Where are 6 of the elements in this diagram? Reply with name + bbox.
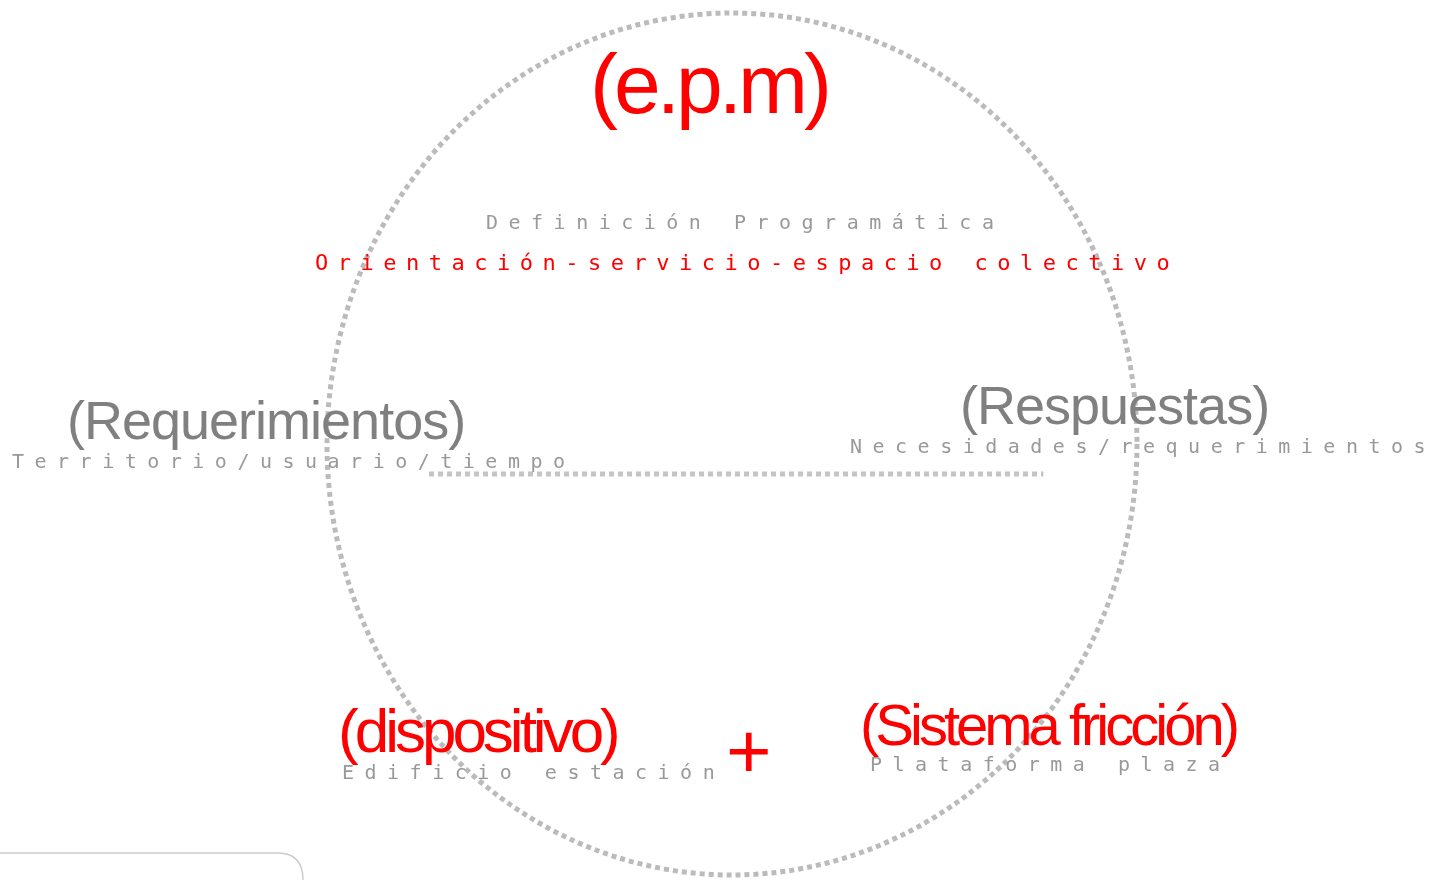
dotted-connector	[429, 471, 1044, 477]
subheading-text: Orientación-servicio-espacio colectivo	[315, 252, 1180, 274]
heading-text: Definición Programática	[486, 212, 1005, 232]
subtitle-text: Necesidades/requerimientos	[850, 436, 1437, 456]
plus-sign: +	[726, 712, 772, 790]
subtitle-text: Territorio/usuario/tiempo	[12, 451, 576, 471]
